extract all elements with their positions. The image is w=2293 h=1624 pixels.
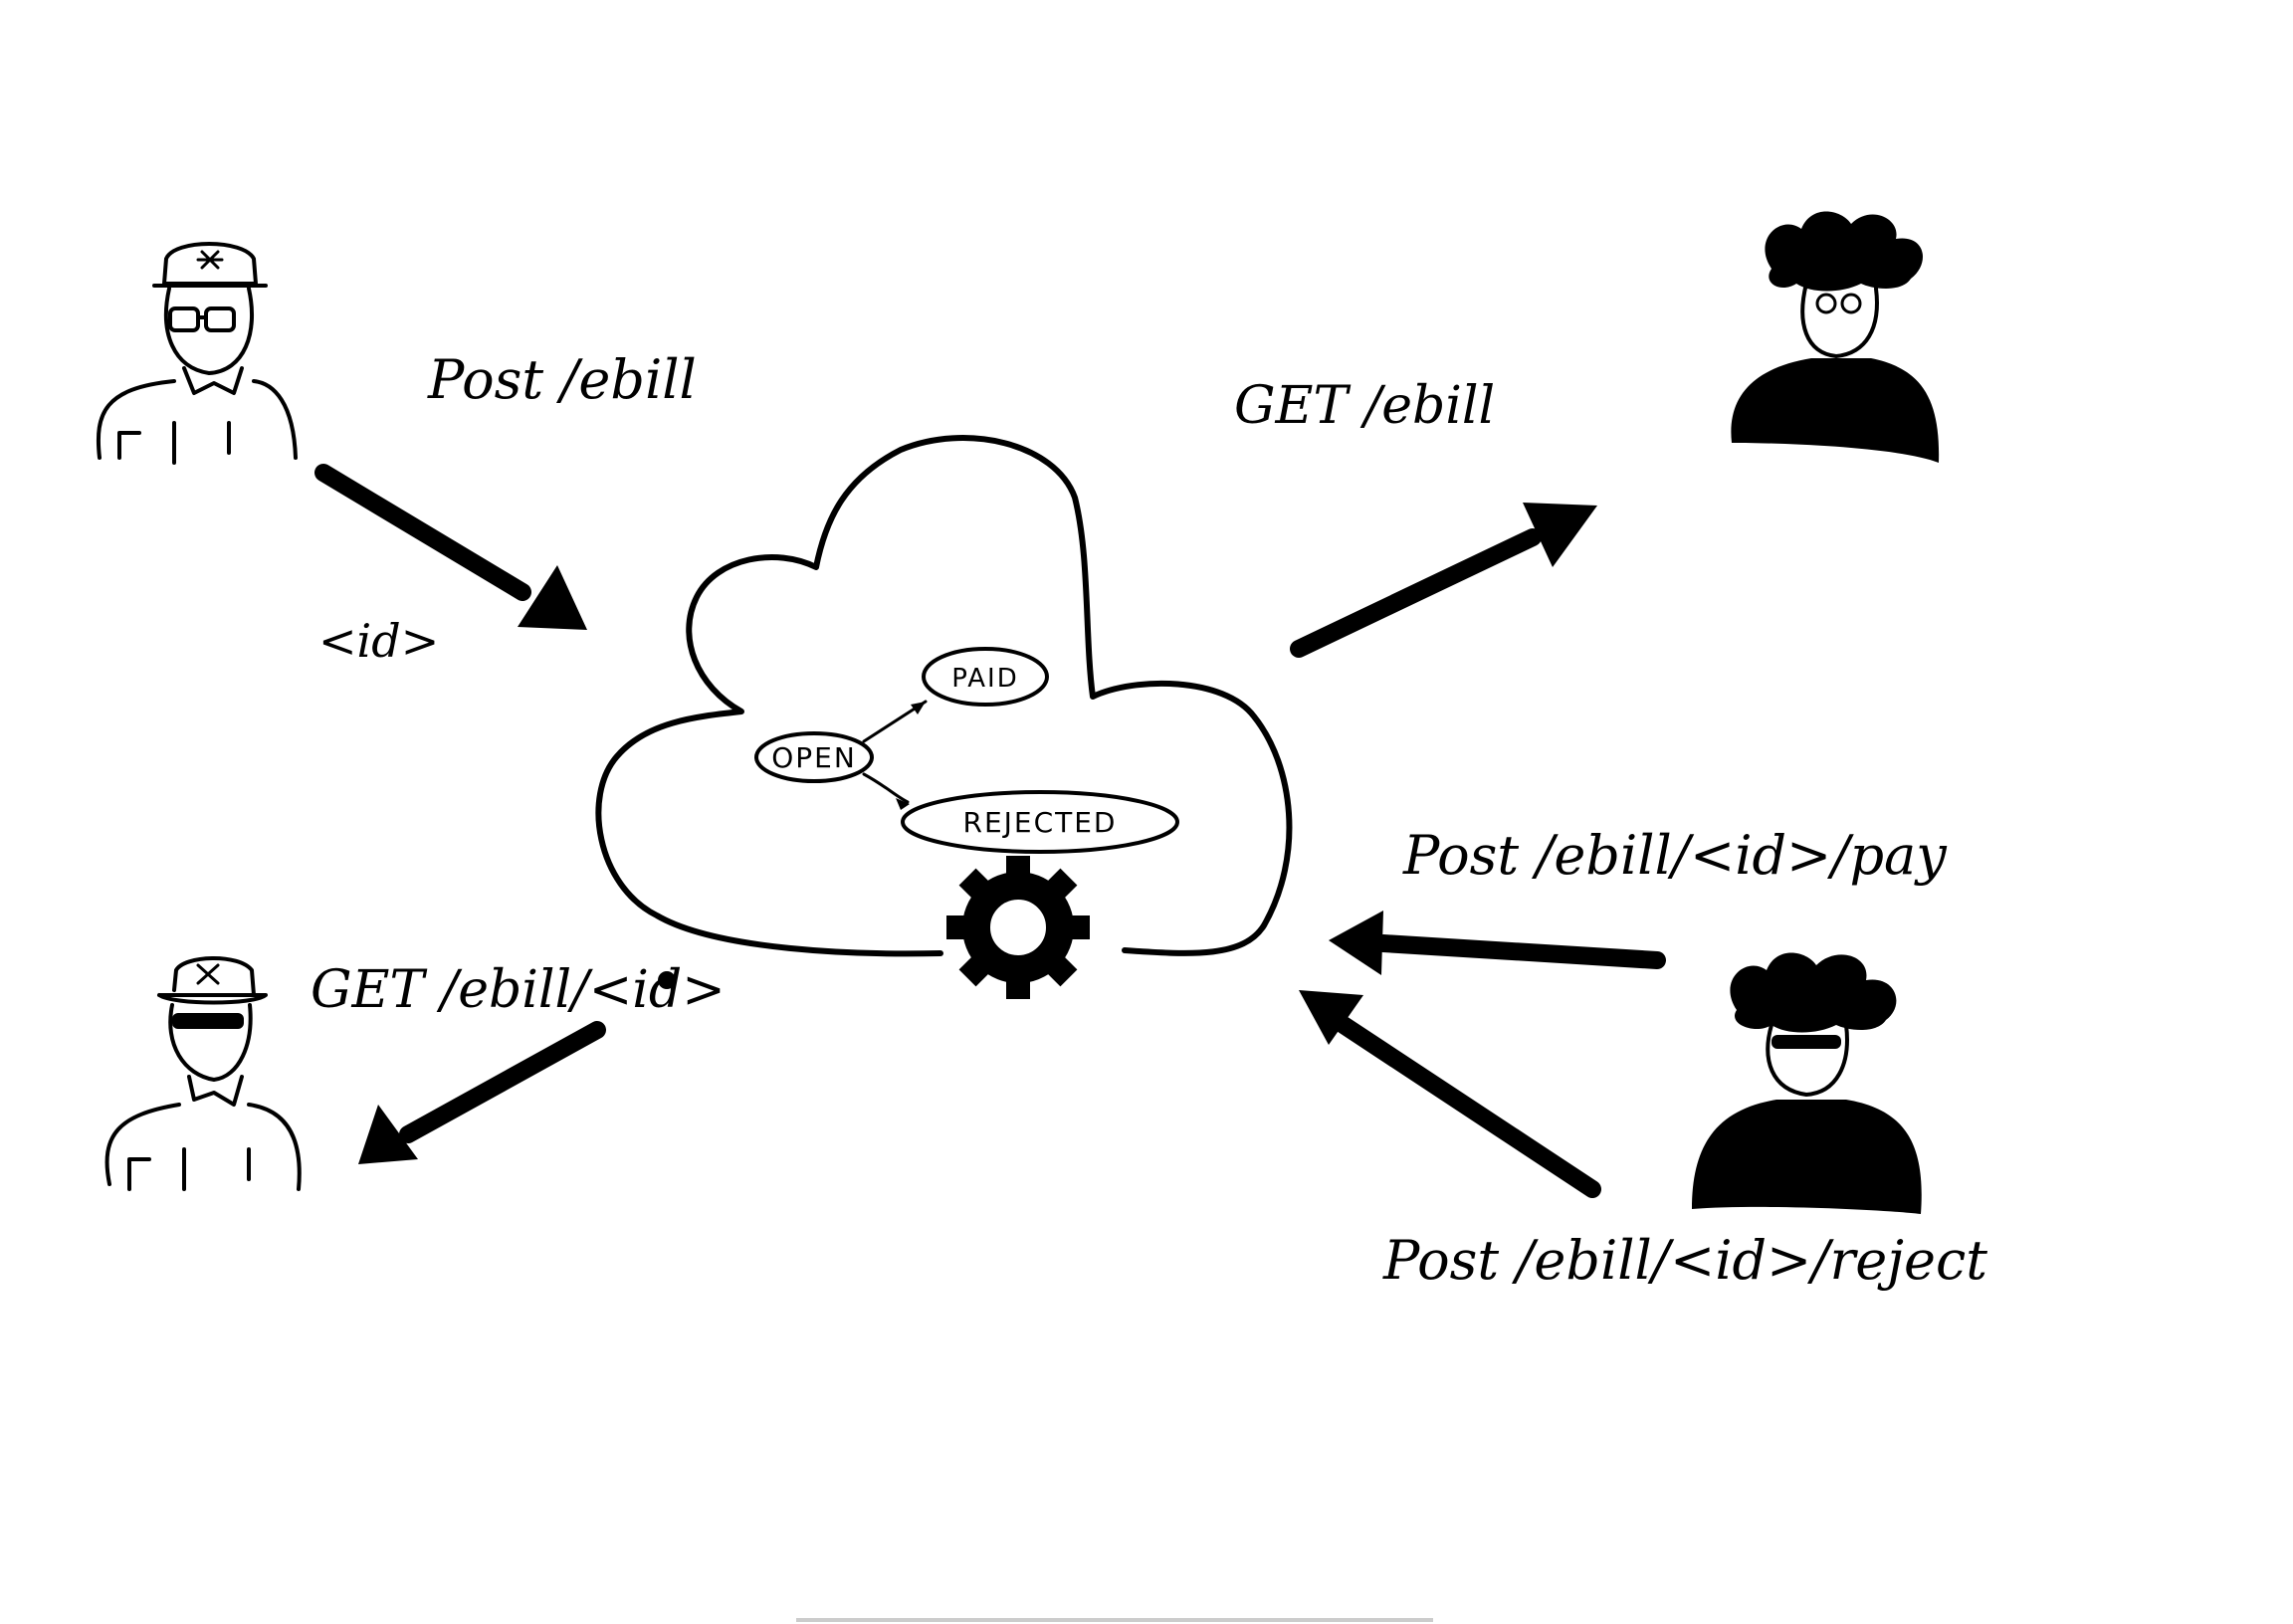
cloud-service bbox=[595, 435, 1293, 957]
payer-figure-bottom bbox=[1692, 952, 1922, 1214]
gear-icon bbox=[946, 856, 1090, 999]
biller-figure-top bbox=[96, 242, 298, 465]
transition-open-to-paid bbox=[862, 700, 928, 743]
arrow-post-bill bbox=[314, 464, 587, 630]
state-paid: PAID bbox=[922, 647, 1049, 707]
state-paid-label: PAID bbox=[951, 664, 1019, 694]
label-post-reject: Post /ebill/<id>/reject bbox=[1382, 1229, 1987, 1292]
label-get-bill: GET /ebill bbox=[1234, 376, 1495, 436]
arrow-get-bill-id bbox=[358, 971, 676, 1164]
transition-open-to-rejected bbox=[862, 772, 910, 810]
payer-figure-top bbox=[1731, 211, 1940, 463]
state-rejected-label: REJECTED bbox=[962, 806, 1117, 839]
label-post-pay: Post /ebill/<id>/pay bbox=[1402, 824, 1948, 887]
arrow-post-reject bbox=[1299, 990, 1601, 1198]
state-rejected: REJECTED bbox=[901, 790, 1179, 854]
label-id-return: <id> bbox=[318, 614, 439, 668]
arrow-post-pay bbox=[1329, 911, 1666, 975]
arrow-get-bill bbox=[1290, 503, 1597, 658]
state-open-label: OPEN bbox=[771, 741, 857, 774]
state-machine: OPEN PAID REJECTED bbox=[754, 647, 1179, 854]
biller-figure-bottom bbox=[104, 956, 302, 1191]
label-get-bill-id: GET /ebill/<id> bbox=[311, 960, 726, 1020]
state-open: OPEN bbox=[754, 731, 874, 783]
label-post-bill: Post /ebill bbox=[427, 348, 697, 411]
